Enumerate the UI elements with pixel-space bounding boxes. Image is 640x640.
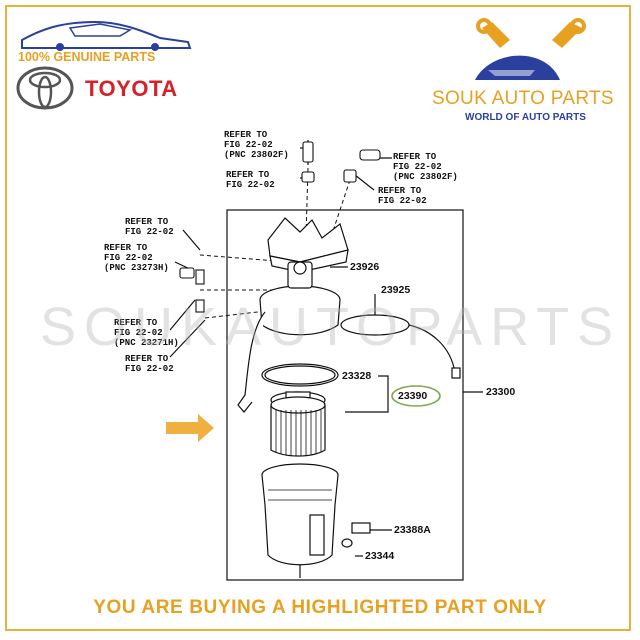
toyota-brand: TOYOTA [85, 76, 178, 101]
ref-label-4: REFER TO FIG 22-02 [378, 186, 427, 206]
ref-label-6: REFER TO FIG 22-02 (PNC 23273H) [104, 243, 169, 273]
outer-frame [5, 5, 631, 631]
ref-label-2: REFER TO FIG 22-02 [226, 170, 275, 190]
footer-notice: YOU ARE BUYING A HIGHLIGHTED PART ONLY [93, 597, 547, 618]
highlight-arrow-icon [166, 414, 214, 442]
genuine-parts-text: 100% GENUINE PARTS [18, 50, 156, 64]
shop-tagline: WORLD OF AUTO PARTS [465, 112, 586, 123]
ref-label-1: REFER TO FIG 22-02 (PNC 23802F) [224, 130, 289, 160]
ref-label-8: REFER TO FIG 22-02 [125, 354, 174, 374]
part-23390: 23390 [398, 390, 428, 402]
part-23328: 23328 [342, 370, 372, 382]
ref-label-5: REFER TO FIG 22-02 [125, 217, 174, 237]
part-23300: 23300 [486, 386, 516, 398]
ref-label-7: REFER TO FIG 22-02 (PNC 23271H) [114, 318, 179, 348]
assembly-box [226, 209, 464, 581]
part-23926: 23926 [350, 261, 380, 273]
ref-label-3: REFER TO FIG 22-02 (PNC 23802F) [393, 152, 458, 182]
watermark: SOUKAUTOPARTS [40, 297, 622, 357]
part-23388a: 23388A [394, 524, 431, 536]
shop-name: SOUK AUTO PARTS [432, 88, 614, 109]
part-23925: 23925 [381, 284, 411, 296]
part-23344: 23344 [365, 550, 395, 562]
highlight-ring [391, 385, 441, 407]
